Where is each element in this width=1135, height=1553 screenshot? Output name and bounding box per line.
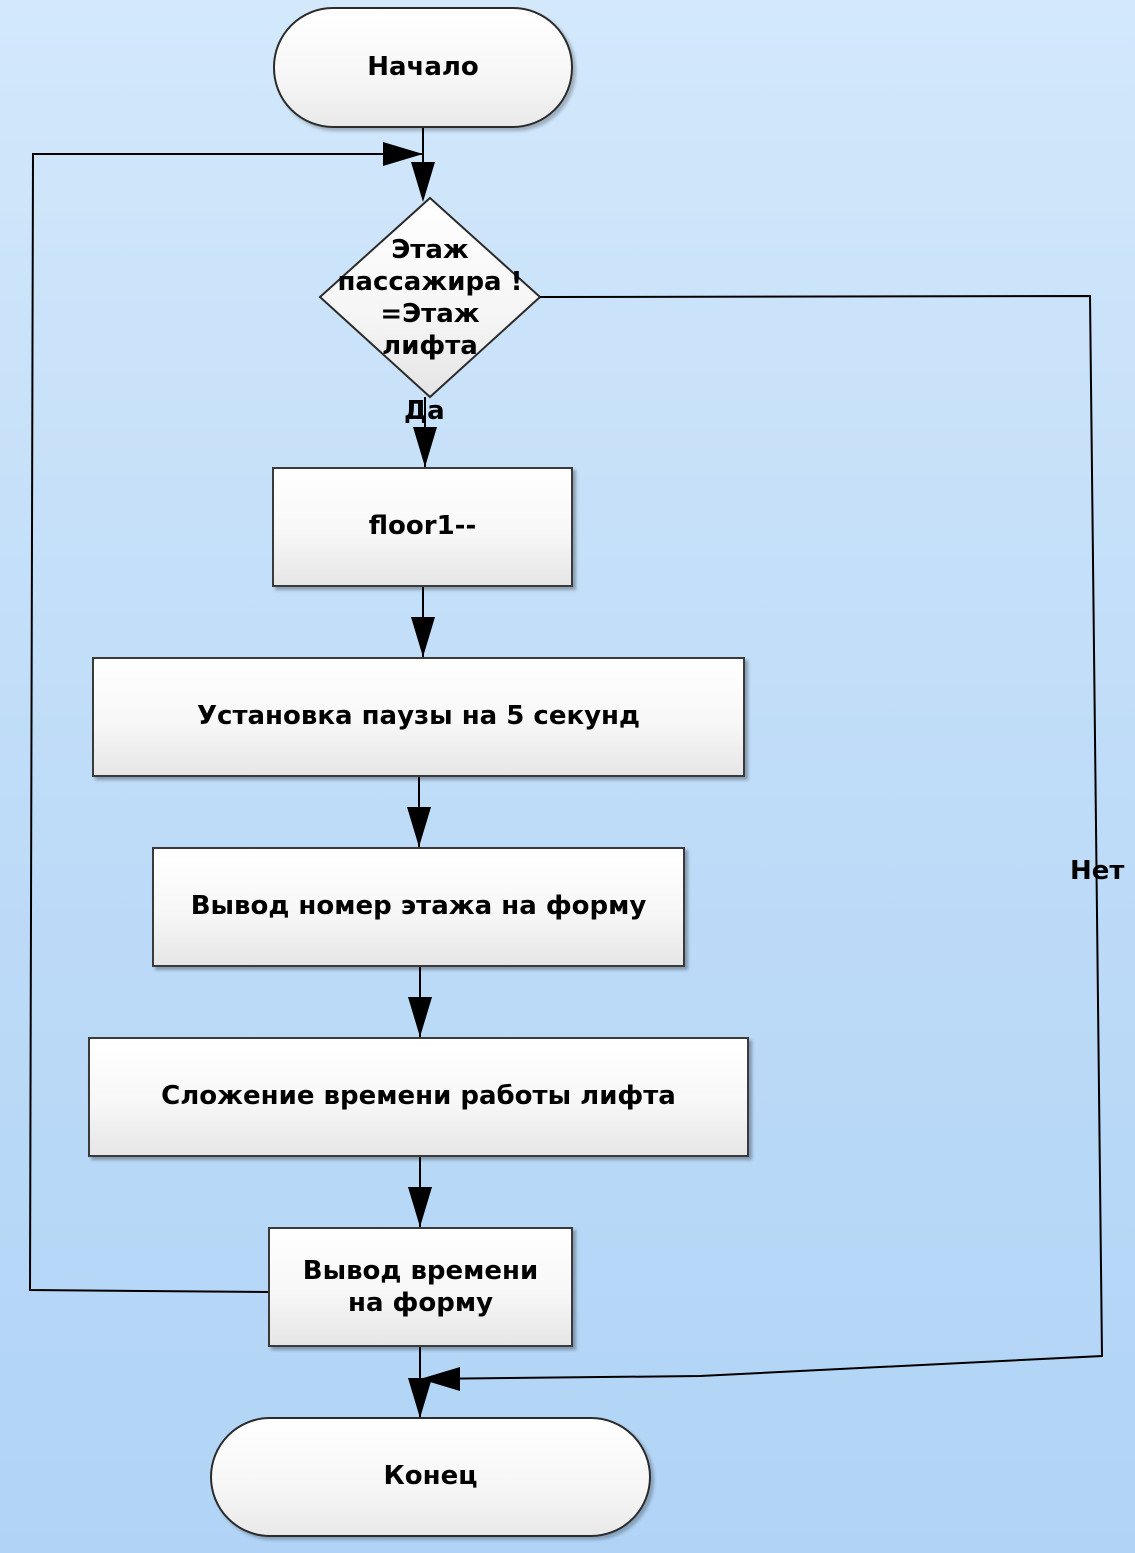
arrowhead-to-step5 — [408, 1187, 432, 1227]
process-output-time-label: Вывод времени на форму — [302, 1256, 539, 1318]
process-set-pause-label: Установка паузы на 5 секунд — [196, 701, 641, 732]
arrowhead-no-branch — [420, 1367, 460, 1391]
arrowhead-loop-back — [383, 142, 423, 166]
process-floor-decrement-label: floor1-- — [368, 511, 477, 542]
arrowhead-to-step2 — [411, 617, 435, 657]
start-label: Начало — [367, 51, 479, 82]
arrowhead-to-end — [408, 1378, 432, 1418]
arrowhead-to-decision — [411, 162, 435, 202]
arrowhead-to-step1 — [413, 427, 437, 467]
arrowhead-to-step3 — [407, 807, 431, 847]
loop-back-connector — [28, 153, 423, 1293]
arrowhead-to-step4 — [408, 997, 432, 1037]
process-floor-decrement: floor1-- — [272, 467, 573, 587]
process-output-floor: Вывод номер этажа на форму — [152, 847, 685, 967]
decision-label: Этаж пассажира ! =Этаж лифта — [337, 235, 523, 361]
process-output-time: Вывод времени на форму — [268, 1227, 573, 1347]
process-sum-time: Сложение времени работы лифта — [88, 1037, 749, 1157]
end-terminal: Конец — [210, 1417, 651, 1537]
process-set-pause: Установка паузы на 5 секунд — [92, 657, 745, 777]
decision-diamond — [318, 196, 542, 399]
no-branch-label: Нет — [1070, 856, 1125, 886]
process-output-floor-label: Вывод номер этажа на форму — [190, 891, 647, 922]
yes-branch-label: Да — [404, 396, 445, 426]
end-label: Конец — [383, 1461, 478, 1492]
start-terminal: Начало — [273, 7, 573, 128]
process-sum-time-label: Сложение времени работы лифта — [161, 1081, 676, 1112]
no-branch-connector — [419, 294, 1104, 1380]
